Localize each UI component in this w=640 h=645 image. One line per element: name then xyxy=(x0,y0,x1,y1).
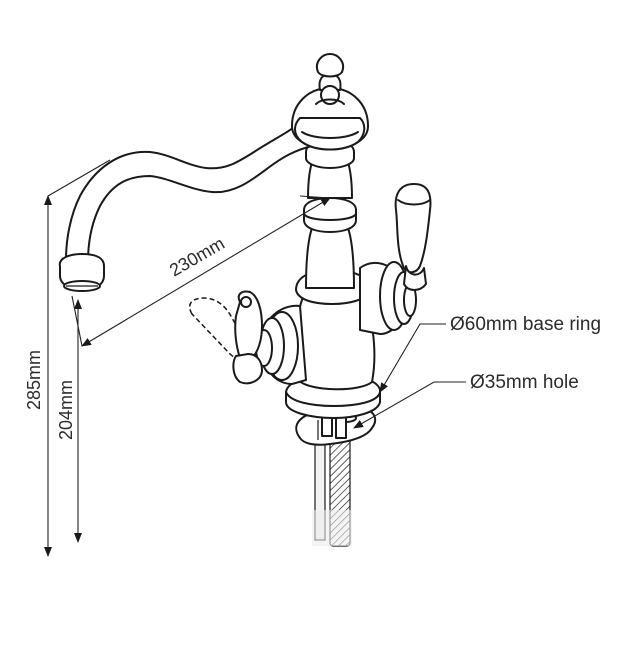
left-lever-handle xyxy=(232,290,263,385)
right-lever-handle xyxy=(394,183,432,291)
hole-leader xyxy=(353,381,466,429)
hole-callout: Ø35mm hole xyxy=(470,372,579,393)
flexible-hose xyxy=(312,437,352,547)
overall-height-dimension xyxy=(44,159,111,557)
overall-height-label: 285mm xyxy=(24,350,44,410)
spout-height-label: 204mm xyxy=(56,380,76,440)
base-ring-callout: Ø60mm base ring xyxy=(450,314,601,335)
reach-dimension-label: 230mm xyxy=(166,233,228,280)
left-valve xyxy=(255,304,307,385)
tap-column xyxy=(303,139,357,289)
tap-head xyxy=(291,53,369,151)
base-ring-leader xyxy=(379,323,446,393)
